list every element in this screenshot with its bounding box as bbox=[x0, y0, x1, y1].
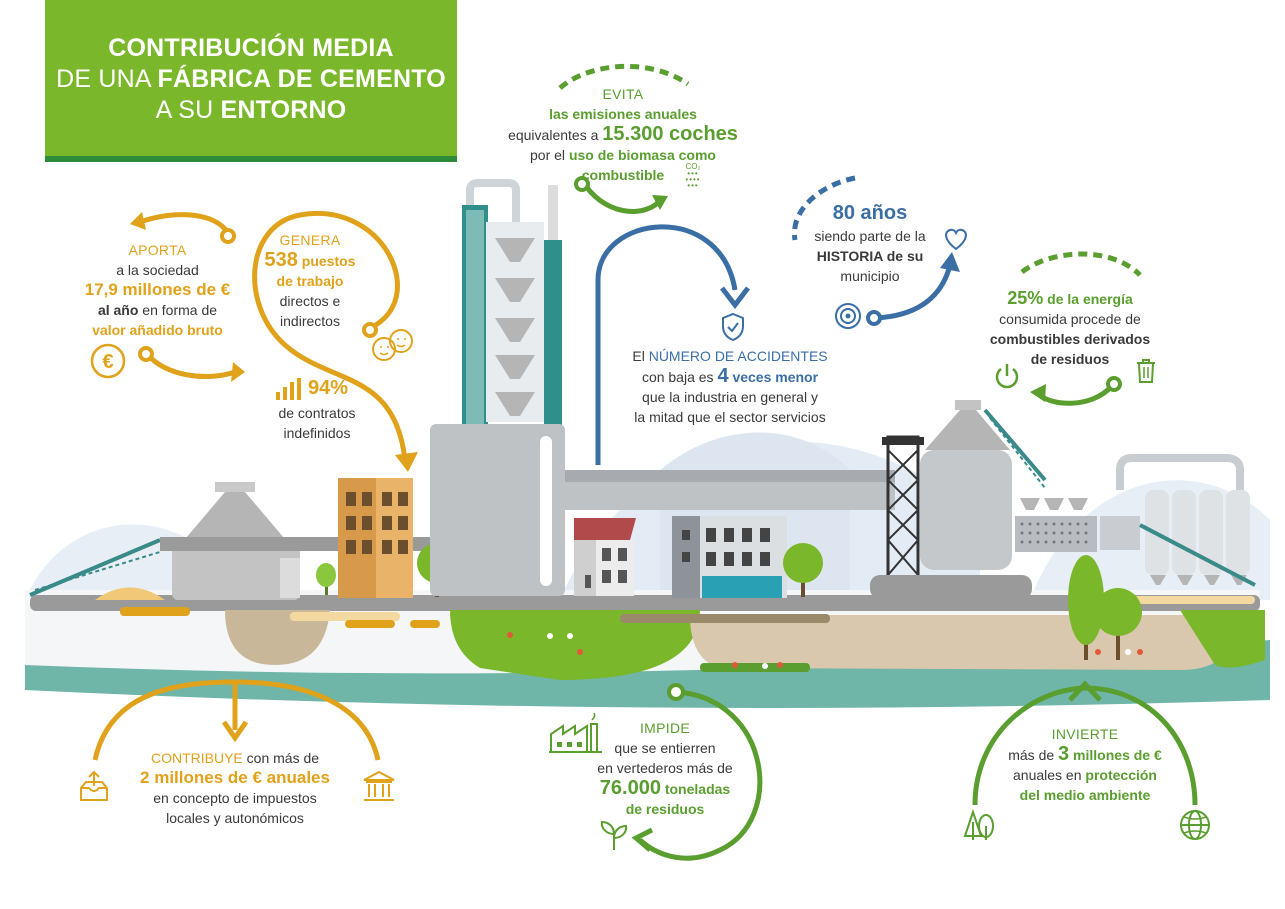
contratos-line-1: de contratos bbox=[278, 405, 356, 421]
impide-line-4: de residuos bbox=[625, 801, 705, 817]
invierte-line-3: del medio ambiente bbox=[1019, 787, 1151, 803]
contribuye-line-1b: con más de bbox=[242, 750, 320, 766]
contribuye-amount: 2 millones de € anuales bbox=[140, 768, 330, 787]
evita-heading: EVITA bbox=[602, 86, 644, 102]
genera-line-4: indirectos bbox=[280, 313, 340, 329]
energia-percent: 25% bbox=[1007, 288, 1044, 308]
evita-line-2a: equivalentes a bbox=[508, 127, 603, 143]
contratos-block: de contratos indefinidos bbox=[262, 403, 372, 443]
aporta-heading: APORTA bbox=[128, 242, 187, 258]
inbox-upload-icon bbox=[80, 770, 108, 801]
bar-chart-icon bbox=[276, 378, 301, 400]
factory-icon bbox=[549, 712, 602, 753]
historia-line-3: HISTORIA de su bbox=[816, 248, 924, 264]
evita-line-3b: uso de biomasa como bbox=[568, 147, 716, 163]
aporta-amount: 17,9 millones de € bbox=[84, 280, 231, 299]
invierte-line-1a: más de bbox=[1008, 747, 1059, 763]
title-box: CONTRIBUCIÓN MEDIA DE UNA FÁBRICA DE CEM… bbox=[45, 0, 457, 156]
contribuye-line-4: locales y autonómicos bbox=[166, 810, 304, 826]
genera-line-2: de trabajo bbox=[276, 273, 344, 289]
impide-block: IMPIDE que se entierren en vertederos má… bbox=[580, 718, 750, 819]
shield-check-icon bbox=[722, 312, 744, 342]
bank-icon bbox=[363, 770, 395, 801]
evita-cars: 15.300 coches bbox=[602, 123, 738, 145]
invierte-line-2a: anuales en bbox=[1013, 767, 1086, 783]
impide-line-1: que se entierren bbox=[614, 740, 716, 756]
energia-line-3: combustibles derivados bbox=[989, 331, 1151, 347]
title-line-2: DE UNA FÁBRICA DE CEMENTO bbox=[56, 65, 446, 93]
aporta-line-3a: al año bbox=[97, 302, 139, 318]
sprout-icon bbox=[600, 820, 628, 850]
contribuye-line-3: en concepto de impuestos bbox=[153, 790, 317, 806]
evita-block: EVITA las emisiones anuales equivalentes… bbox=[478, 84, 768, 185]
historia-line-2: siendo parte de la bbox=[814, 228, 926, 244]
invierte-line-2b: protección bbox=[1085, 767, 1157, 783]
contribuye-block: CONTRIBUYE con más de 2 millones de € an… bbox=[125, 748, 345, 828]
energia-line-1b: de la energía bbox=[1043, 291, 1133, 307]
trees-icon bbox=[963, 808, 994, 840]
contratos-value: 94% bbox=[308, 377, 349, 399]
aporta-line-4: valor añadido bruto bbox=[92, 322, 223, 338]
invierte-heading: INVIERTE bbox=[1051, 726, 1119, 742]
title-line-1: CONTRIBUCIÓN MEDIA bbox=[108, 34, 394, 62]
genera-line-1b: puestos bbox=[297, 253, 356, 269]
co2-icon: CO₂ •••••••••• bbox=[685, 162, 701, 190]
evita-line-1: las emisiones anuales bbox=[549, 106, 697, 122]
impide-line-3b: toneladas bbox=[660, 781, 731, 797]
accidentes-line-1b: NÚMERO DE ACCIDENTES bbox=[648, 348, 828, 364]
energia-line-2: consumida procede de bbox=[999, 311, 1141, 327]
title-underline bbox=[45, 156, 457, 162]
title-line-3: A SU ENTORNO bbox=[155, 96, 347, 124]
energia-block: 25% de la energía consumida procede de c… bbox=[975, 288, 1165, 369]
impide-line-2: en vertederos más de bbox=[597, 760, 733, 776]
accidentes-value: 4 bbox=[717, 365, 729, 387]
accidentes-line-2c: veces menor bbox=[728, 369, 819, 385]
impide-heading: IMPIDE bbox=[639, 720, 691, 736]
heart-icon bbox=[945, 228, 967, 251]
accidentes-line-1a: El bbox=[632, 348, 649, 364]
invierte-amount: 3 bbox=[1058, 743, 1070, 765]
trash-icon bbox=[1137, 359, 1155, 383]
impide-tonnes: 76.000 bbox=[599, 777, 661, 799]
historia-line-4: municipio bbox=[840, 268, 900, 284]
accidentes-block: El NÚMERO DE ACCIDENTES con baja es 4 ve… bbox=[610, 346, 850, 427]
historia-block: 80 años siendo parte de la HISTORIA de s… bbox=[795, 200, 945, 286]
contribuye-heading: CONTRIBUYE bbox=[150, 750, 243, 766]
power-icon bbox=[995, 364, 1019, 389]
genera-heading: GENERA bbox=[279, 232, 341, 248]
accidentes-line-2a: con baja es bbox=[641, 369, 718, 385]
invierte-line-1c: millones de € bbox=[1069, 747, 1162, 763]
historia-years: 80 años bbox=[832, 202, 908, 224]
energia-line-4: de residuos bbox=[1030, 351, 1110, 367]
evita-line-3a: por el bbox=[530, 147, 569, 163]
globe-icon bbox=[1180, 810, 1210, 840]
accidentes-line-3: que la industria en general y bbox=[642, 389, 818, 405]
euro-icon: € bbox=[90, 343, 126, 379]
genera-block: GENERA 538 puestos de trabajo directos e… bbox=[255, 230, 365, 331]
aporta-line-3b: en forma de bbox=[138, 302, 218, 318]
aporta-line-1: a la sociedad bbox=[116, 262, 199, 278]
accidentes-line-4: la mitad que el sector servicios bbox=[634, 409, 826, 425]
invierte-block: INVIERTE más de 3 millones de € anuales … bbox=[990, 724, 1180, 805]
people-icon bbox=[372, 329, 413, 361]
genera-count: 538 bbox=[264, 249, 298, 271]
contratos-line-2: indefinidos bbox=[283, 425, 351, 441]
target-icon bbox=[835, 303, 861, 329]
aporta-block: APORTA a la sociedad 17,9 millones de € … bbox=[70, 240, 245, 340]
evita-line-4: combustible bbox=[581, 167, 665, 183]
genera-line-3: directos e bbox=[279, 293, 341, 309]
svg-text:€: € bbox=[102, 351, 113, 373]
